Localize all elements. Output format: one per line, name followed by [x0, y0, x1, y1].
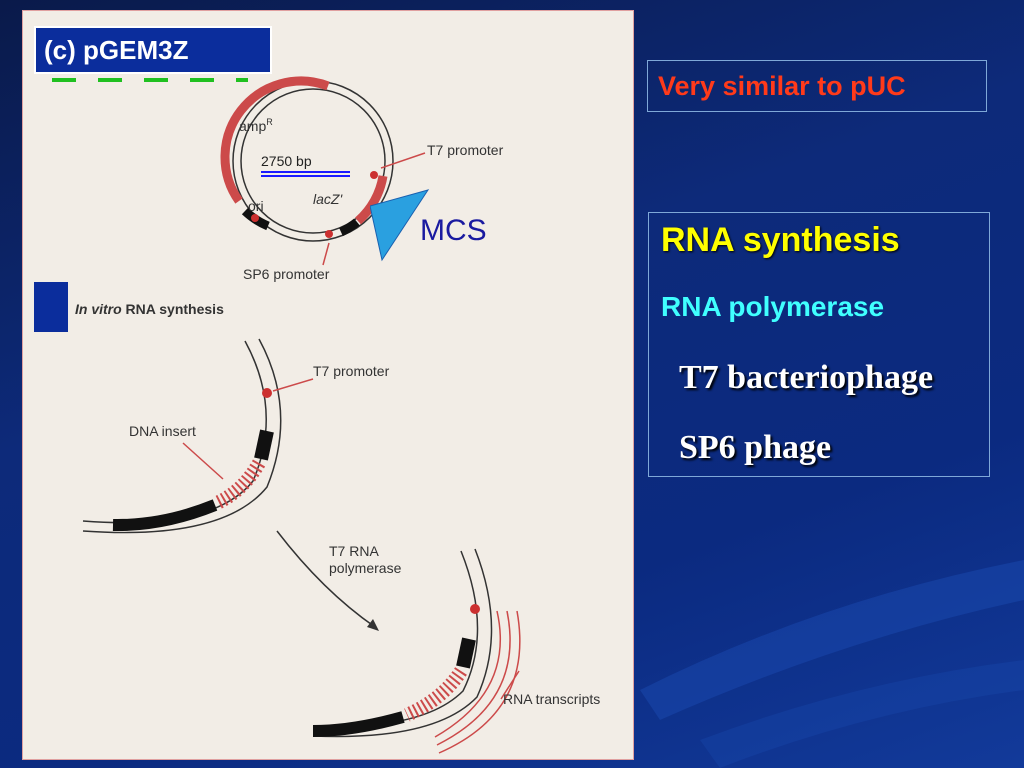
section-marker — [34, 282, 68, 332]
info-subheading: RNA polymerase — [661, 291, 885, 322]
info-heading: RNA synthesis — [661, 221, 900, 259]
figure-panel: ampR 2750 bp ori lacZ' T7 promoter SP6 p… — [22, 10, 634, 760]
in-vitro-heading: In vitro RNA synthesis — [75, 301, 224, 317]
lacz-label: lacZ' — [313, 191, 343, 207]
note-box: Very similar to pUC — [647, 60, 987, 112]
info-box: RNA synthesis RNA polymerase T7 bacterio… — [648, 212, 990, 477]
t7-promoter-label: T7 promoter — [427, 142, 504, 158]
info-item-sp6: SP6 phage — [679, 429, 832, 466]
polymerase-line2: polymerase — [329, 560, 402, 576]
slide-title: (c) pGEM3Z — [34, 26, 272, 74]
title-underline-dashes — [52, 78, 248, 82]
dna-insert-label: DNA insert — [129, 423, 196, 439]
polymerase-arrow — [276, 530, 376, 628]
insert-diagram: T7 promoter DNA insert — [82, 338, 390, 534]
sp6-promoter-label: SP6 promoter — [243, 266, 330, 282]
plasmid-size: 2750 bp — [261, 153, 312, 169]
transcript-diagram: RNA transcripts — [312, 548, 600, 754]
note-text: Very similar to pUC — [658, 71, 906, 101]
rna-transcripts-label: RNA transcripts — [503, 691, 600, 707]
mcs-label: MCS — [420, 214, 487, 247]
plasmid-map: ampR 2750 bp ori lacZ' T7 promoter SP6 p… — [220, 76, 504, 282]
ampr-label: amp — [239, 118, 266, 134]
ori-label: ori — [248, 198, 264, 214]
plasmid-figure: ampR 2750 bp ori lacZ' T7 promoter SP6 p… — [75, 76, 600, 754]
t7-promoter-label-2: T7 promoter — [313, 363, 390, 379]
ampr-superscript: R — [266, 117, 273, 127]
svg-text:ampR: ampR — [239, 117, 273, 134]
mcs-pointer-icon — [370, 189, 430, 262]
info-item-t7: T7 bacteriophage — [679, 359, 934, 396]
polymerase-line1: T7 RNA — [329, 543, 379, 559]
